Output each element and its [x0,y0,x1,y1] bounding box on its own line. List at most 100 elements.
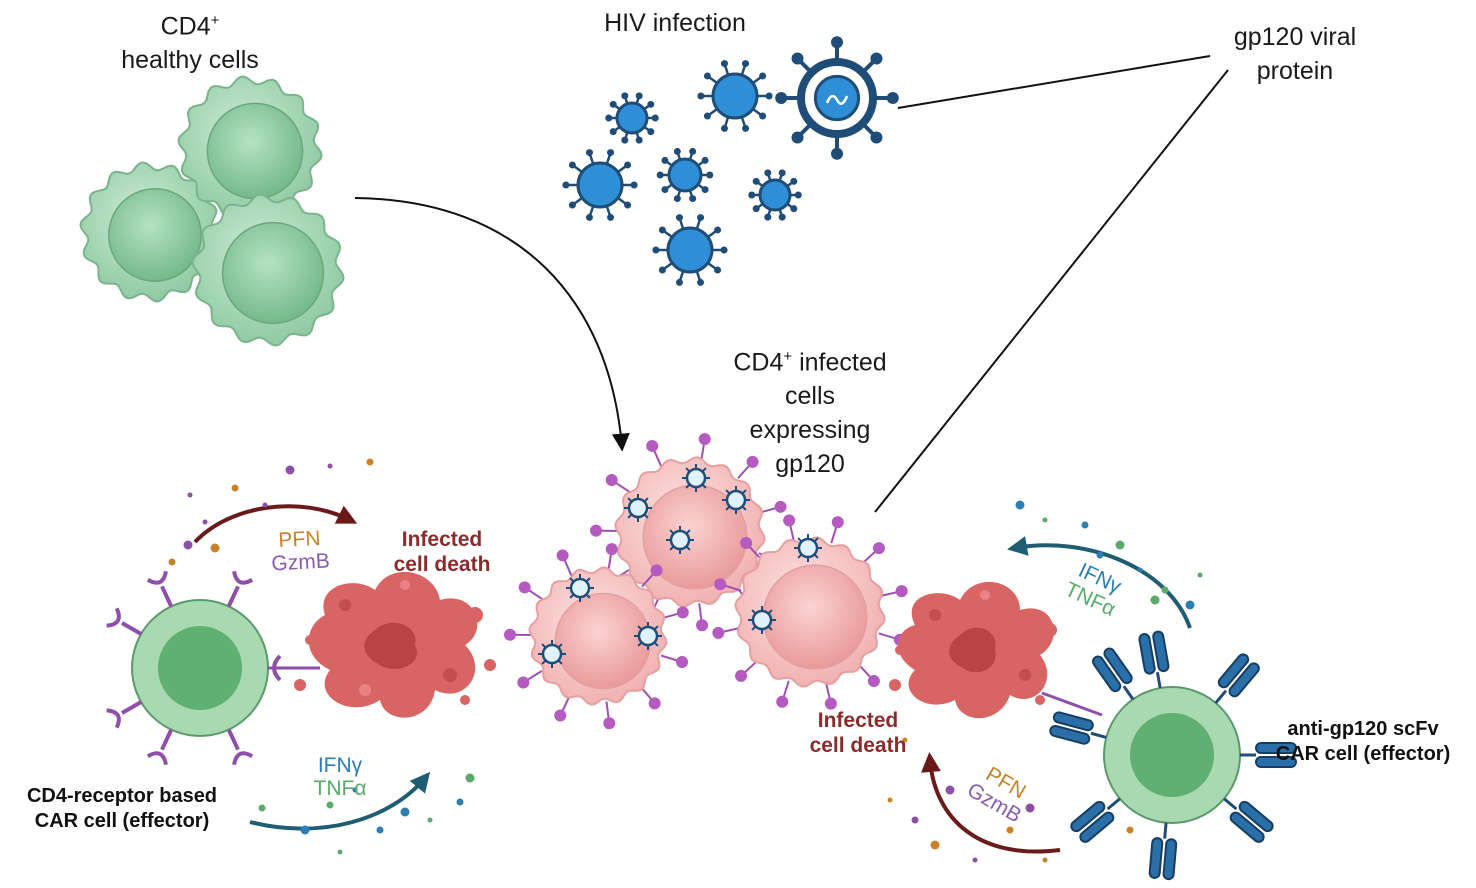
bound-virion-capsid [685,467,707,489]
label-hiv-infection: HIV infection [604,9,746,37]
virion [656,147,714,203]
gp120-spike-head [714,266,722,274]
gp120-spike-head [568,161,576,169]
cd4-receptor-cup [232,570,254,585]
gp120-spike-head [764,213,772,221]
label-left-pfn-gzmb: PFN GzmB [254,526,346,577]
bound-virion-capsid [725,489,747,511]
arrow-healthy-to-infected [354,197,630,452]
connector-lines [354,55,1229,513]
label-right-death-line1: Infected [817,709,899,732]
scfv-domain [1238,800,1274,833]
scfv-domain [1070,800,1106,833]
virion [697,60,773,132]
gp120-spike-head [675,214,683,222]
gp120-spike-head [870,52,883,65]
virion [562,149,638,221]
cytokine-dot [285,465,295,475]
gp120-marker [746,455,759,468]
healthy-cell-nucleus [206,102,304,200]
gp120-spike-head [742,124,750,132]
cytokine-dot [337,849,343,855]
hiv-virions [562,36,899,286]
gp120-marker [556,549,569,562]
cd4-receptor-stalk [121,700,143,715]
gp120-marker [712,626,725,639]
scfv-receptor [1138,630,1170,689]
cd4-receptor-cup [106,607,121,628]
cytokine-dot [427,817,433,823]
scfv-domain [1152,630,1170,673]
gp120-marker [517,676,530,689]
scfv-domain [1092,655,1122,693]
gp120-spike-head [624,161,632,169]
left-car-cell [106,570,320,766]
virion [605,92,659,144]
scfv-domain [1052,711,1094,732]
label-infected-line3: expressing [749,416,871,445]
bound-virion [566,574,594,602]
healthy-cd4-cells [79,75,345,347]
virion [748,169,802,221]
cytokine-dot [930,840,940,850]
scfv-receptor [1223,797,1274,843]
arrow-left-ifng [249,771,431,831]
cytokine-dot [202,519,208,525]
virion-capsid [576,161,624,209]
cytokine-dot [168,558,176,566]
virion-rna [825,94,849,105]
gp120-marker [605,543,618,556]
label-left-ifng-tnfa: IFNγ TNFα [295,754,385,800]
virion-capsid [666,226,714,274]
scfv-stalk [1122,685,1135,701]
scfv-domain [1255,756,1297,768]
cytokine-dot [1185,600,1195,610]
gp120-spike-head [652,246,660,254]
right-car-cell [1041,630,1297,881]
gp120-marker [646,439,659,452]
bound-virion-capsid [797,537,819,559]
scfv-domain [1049,724,1091,745]
cytokine-dot [456,798,464,806]
cytokine-dot [1042,517,1048,523]
gp120-spike-head [748,191,756,199]
label-right-car-line2: CAR cell (effector) [1275,743,1451,765]
gp120-spike-head [790,177,798,185]
cytokine-dot [1197,572,1203,578]
gp120-spike-head [752,177,760,185]
dead-cell-right [889,581,1057,719]
cytokine-dot [465,773,475,783]
scfv-stalk [1163,822,1168,839]
scfv-receptor [1092,647,1135,701]
gp120-spike-head [651,114,659,122]
infected-cd4-cells [504,433,908,730]
scfv-receptor [1240,742,1297,768]
bound-virion [538,640,566,668]
virion-capsid [667,157,703,193]
gp120-marker [554,709,567,722]
scfv-stalk [1155,672,1162,689]
gp120-marker [698,433,711,446]
healthy-cell [79,161,221,303]
cd4-receptor-stalk [160,585,174,608]
gp120-spike-head [720,246,728,254]
gp120-marker [676,606,689,619]
bound-virion [682,464,710,492]
cytokine-dot [376,826,384,834]
gp120-spike-head [673,147,681,155]
scfv-receptor [1214,653,1260,704]
gp120-spike-head [658,226,666,234]
gp120-spike-head [585,213,593,221]
gp120-spike-head [714,226,722,234]
gp120-spike-head [661,156,669,164]
scfv-domain [1079,811,1115,843]
gp120-marker [735,669,748,682]
scfv-receptor [1070,797,1121,843]
gp120-spike-head [675,278,683,286]
gp120-spike-head [673,195,681,203]
virion-capsid [615,101,649,135]
gp120-spike-head [703,112,711,120]
label-infected-sup: + [783,348,793,365]
cytokine-dot [1025,803,1035,813]
label-infected-cells: CD4+ infected cells expressing gp120 [700,340,920,481]
